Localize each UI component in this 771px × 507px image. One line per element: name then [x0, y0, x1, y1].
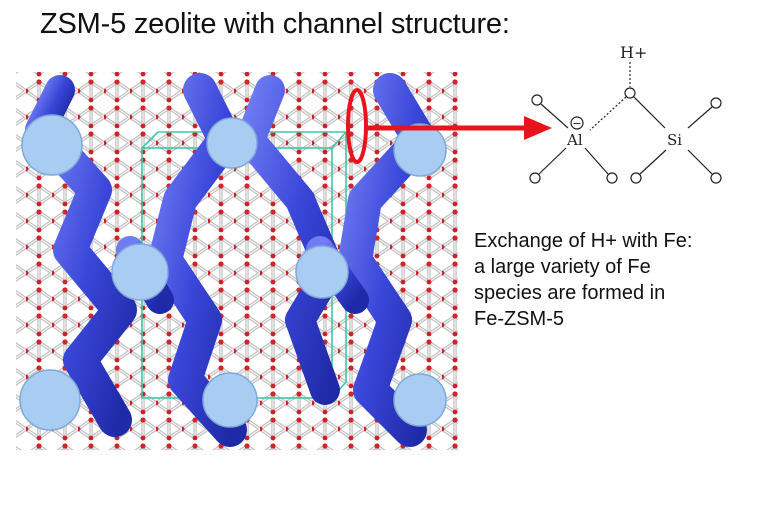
description-line: Fe-ZSM-5: [474, 308, 564, 330]
channel-opening: [295, 245, 349, 299]
page-title: ZSM-5 zeolite with channel structure:: [40, 8, 510, 40]
oxygen-atom: [531, 94, 543, 106]
description-line: Exchange of H+ with Fe:: [474, 230, 693, 252]
channel-openings: [19, 114, 447, 431]
channel-opening: [21, 114, 83, 176]
description-line: a large variety of Fe: [474, 256, 651, 278]
oxygen-atom: [710, 172, 722, 184]
aluminum-label: Al: [566, 131, 583, 149]
oxygen-atom: [624, 87, 636, 99]
channel-opening: [393, 373, 447, 427]
oxygen-atom: [630, 172, 642, 184]
description-line: species are formed in: [474, 282, 666, 304]
oxygen-atom: [529, 172, 541, 184]
acid-site-structure: [529, 62, 722, 184]
channel-opening: [19, 369, 81, 431]
highlight-ring: [346, 88, 368, 164]
channel-opening: [202, 372, 258, 428]
channel-opening: [393, 123, 447, 177]
pointer-arrow-head: [524, 116, 552, 140]
proton-label: H+: [620, 43, 647, 62]
oxygen-atom: [606, 172, 618, 184]
oxygen-atom: [710, 97, 722, 109]
fe-exchange-description: Exchange of H+ with Fe: a large variety …: [474, 228, 764, 332]
negative-charge-symbol: −: [572, 117, 581, 130]
channel-opening: [111, 243, 169, 301]
channel-opening: [206, 117, 258, 169]
silicon-label: Si: [667, 131, 682, 149]
negative-charge-circle: [570, 116, 584, 130]
